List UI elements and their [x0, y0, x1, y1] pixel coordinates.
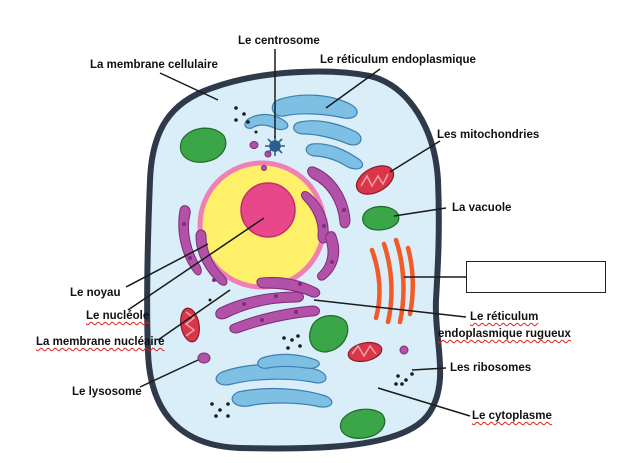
label-nucleole-text: Le nucléole — [86, 310, 150, 322]
label-reticulum-rugueux-2-text: endoplasmique rugueux — [438, 328, 571, 340]
label-centrosome: Le centrosome — [238, 35, 320, 47]
label-nucleole: Le nucléole — [86, 309, 149, 323]
blank-answer-box[interactable] — [466, 261, 606, 293]
label-reticulum-endoplasmique: Le réticulum endoplasmique — [320, 54, 476, 66]
label-lysosome: Le lysosome — [72, 386, 142, 398]
nucleolus — [240, 182, 296, 238]
smooth-er-bottom — [215, 353, 333, 408]
free-ribosomes — [208, 106, 414, 418]
label-membrane-nucleaire-text: La membrane nucléaire — [36, 336, 165, 348]
label-reticulum-rugueux-1-text: Le réticulum — [470, 311, 539, 323]
golgi-apparatus — [369, 237, 416, 325]
label-reticulum-rugueux-1: Le réticulum — [470, 310, 538, 324]
label-vacuole: La vacuole — [452, 202, 512, 214]
leader-lines — [125, 49, 471, 417]
label-membrane-nucleaire: La membrane nucléaire — [36, 335, 164, 349]
label-cytoplasme: Le cytoplasme — [472, 409, 552, 423]
label-reticulum-rugueux-2: endoplasmique rugueux — [438, 327, 571, 341]
mitochondria — [180, 165, 395, 363]
smooth-er-top — [244, 94, 364, 170]
label-cytoplasme-text: Le cytoplasme — [472, 410, 552, 422]
label-mitochondries: Les mitochondries — [437, 129, 540, 141]
vacuoles — [179, 127, 400, 439]
centrosome — [265, 136, 285, 156]
label-ribosomes: Les ribosomes — [450, 362, 532, 374]
ribosomes-on-rough-er — [182, 208, 346, 322]
label-membrane-cellulaire: La membrane cellulaire — [90, 59, 218, 71]
label-noyau: Le noyau — [70, 287, 121, 299]
